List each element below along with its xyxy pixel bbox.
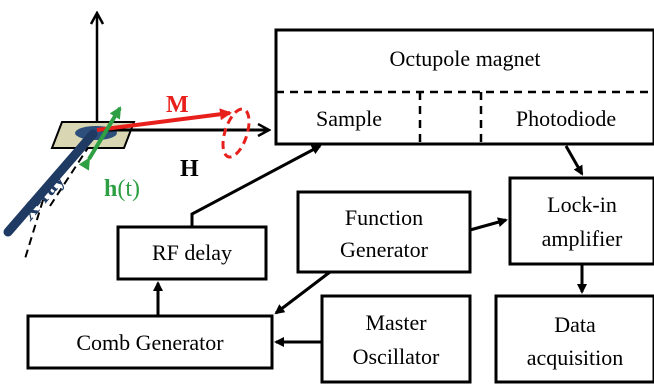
octupole-magnet-box [274, 28, 654, 146]
rf-delay-label: RF delay [152, 240, 232, 265]
geometry-sketch: X-ray H M h(t) [3, 14, 268, 263]
rf-field-label: h(t) [104, 176, 140, 202]
comb-generator-block: Comb Generator [26, 314, 274, 370]
data-acquisition-label-line2: acquisition [527, 345, 624, 370]
arrow-rf-delay-to-sample [190, 144, 322, 227]
function-generator-block: Function Generator [296, 190, 472, 274]
magnetization-label: M [166, 92, 189, 118]
arrow-function-to-lock-in [469, 217, 508, 232]
master-oscillator-label-line1: Master [365, 310, 427, 335]
photodiode-label: Photodiode [516, 106, 616, 131]
arrow-photodiode-to-lock-in [564, 145, 584, 176]
data-acquisition-box [494, 294, 654, 384]
master-oscillator-label-line2: Oscillator [353, 344, 440, 369]
dashed-guide-vertical [23, 199, 44, 263]
data-acquisition-label-line1: Data [554, 312, 596, 337]
comb-generator-label: Comb Generator [76, 330, 224, 355]
lock-in-label-line1: Lock-in [547, 192, 617, 217]
rf-delay-block: RF delay [116, 225, 268, 281]
master-oscillator-box [320, 294, 472, 384]
master-oscillator-block: Master Oscillator [320, 294, 472, 384]
function-generator-label-line1: Function [345, 205, 423, 230]
lock-in-label-line2: amplifier [542, 226, 623, 251]
lock-in-amplifier-box [508, 176, 654, 266]
lock-in-amplifier-block: Lock-in amplifier [508, 176, 654, 266]
rf-field-arrow [78, 106, 122, 171]
octupole-magnet-label: Octupole magnet [390, 46, 541, 71]
connections [153, 144, 587, 347]
comb-generator-box [26, 314, 274, 370]
data-acquisition-block: Data acquisition [494, 294, 654, 384]
octupole-magnet-block: Octupole magnet Sample Photodiode [274, 28, 654, 146]
arrow-function-to-comb [274, 270, 331, 315]
sample-label: Sample [316, 106, 382, 131]
function-generator-label-line2: Generator [340, 237, 429, 262]
h-field-label: H [180, 156, 199, 182]
precession-ellipse [221, 107, 251, 159]
function-generator-box [296, 190, 472, 274]
